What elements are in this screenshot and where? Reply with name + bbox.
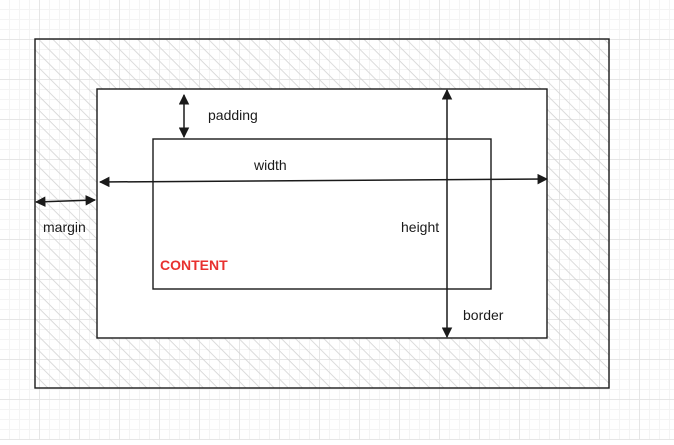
border-label: border <box>463 307 504 323</box>
height-label: height <box>401 219 440 235</box>
margin-arrow <box>34 195 97 207</box>
content-box <box>152 138 492 290</box>
width-label: width <box>254 157 287 173</box>
content-label: CONTENT <box>160 257 228 273</box>
padding-label: padding <box>208 107 258 123</box>
margin-label: margin <box>43 219 86 235</box>
width-arrow <box>98 173 549 188</box>
